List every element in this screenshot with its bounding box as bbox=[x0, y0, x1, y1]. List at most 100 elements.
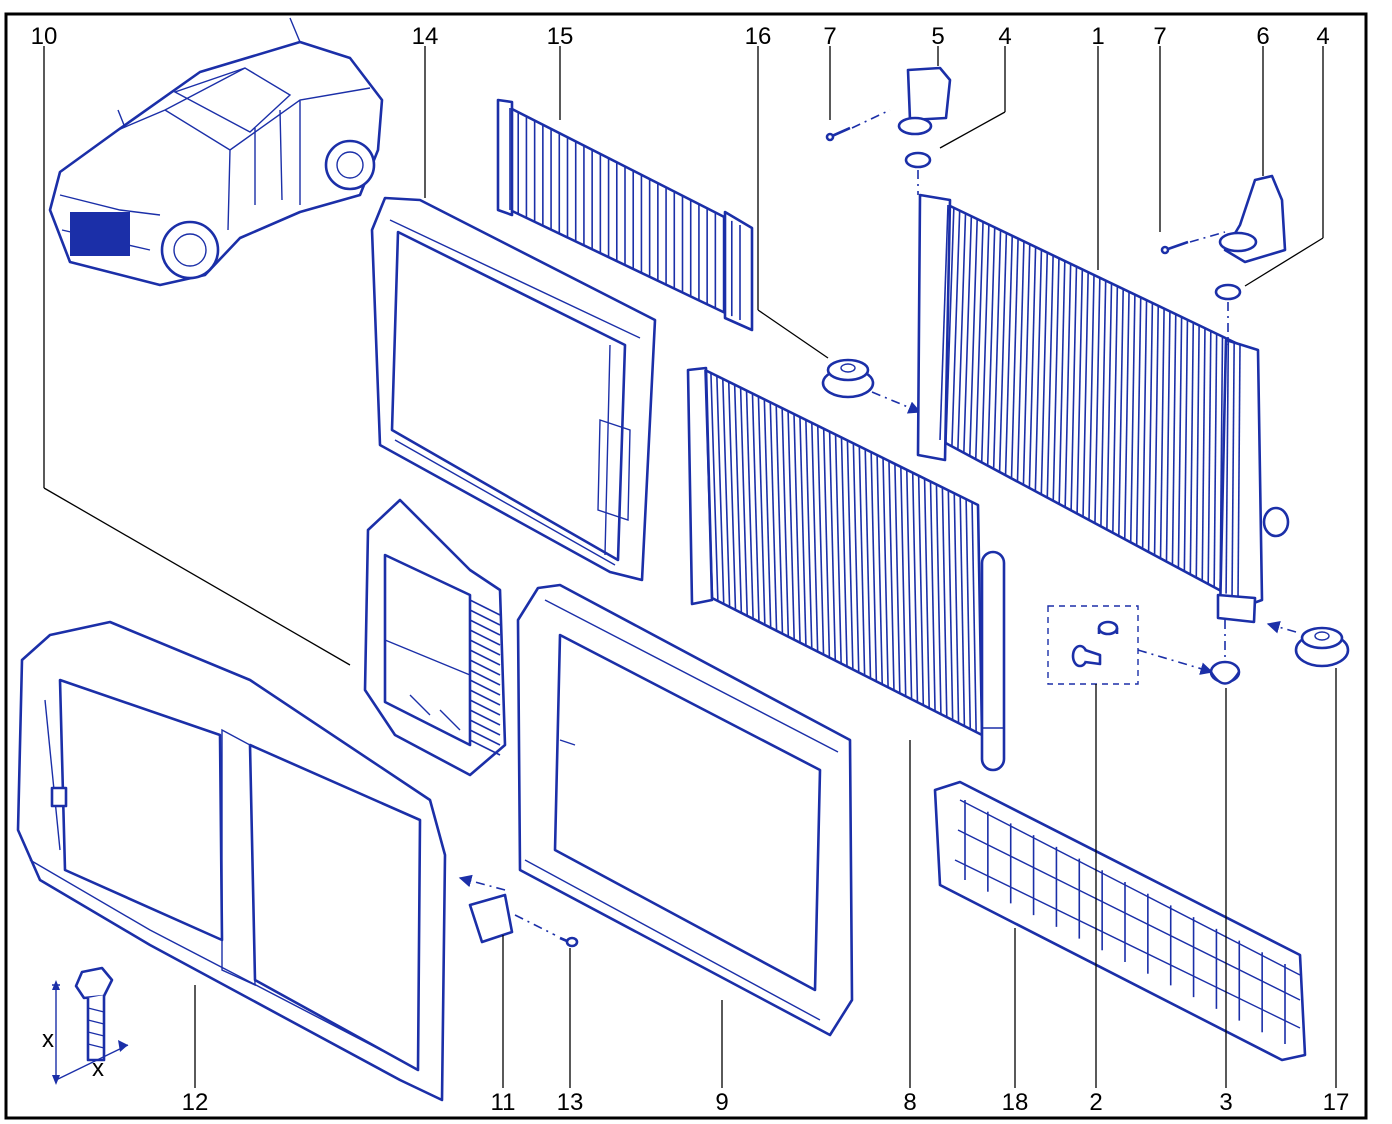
part-6-bracket bbox=[1218, 174, 1287, 264]
part-1-radiator bbox=[916, 193, 1290, 624]
duct-rib bbox=[469, 729, 501, 746]
radiator-fin bbox=[1231, 342, 1235, 597]
callout-18: 18 bbox=[1002, 1089, 1029, 1116]
callout-6: 6 bbox=[1256, 23, 1269, 50]
radiator-fin bbox=[1225, 339, 1230, 594]
part-2-bolt-and-nut bbox=[1047, 605, 1214, 685]
condenser-fin bbox=[941, 487, 948, 718]
radiator-fin bbox=[1088, 274, 1095, 521]
duct-rib bbox=[469, 629, 501, 646]
part-15-heat-exchanger bbox=[496, 98, 754, 332]
callout-4-right: 4 bbox=[1316, 23, 1329, 50]
callout-1: 1 bbox=[1091, 23, 1104, 50]
condenser-fin bbox=[727, 381, 737, 610]
radiator-fin bbox=[1004, 235, 1014, 476]
condenser-fin bbox=[917, 475, 925, 706]
radiator-fin bbox=[1100, 280, 1107, 527]
radiator-fin bbox=[1010, 238, 1019, 479]
part-9-fan-shroud bbox=[516, 583, 854, 1037]
radiator-fin bbox=[1028, 246, 1037, 489]
radiator-fin bbox=[1040, 252, 1049, 495]
radiator-fin bbox=[1189, 322, 1195, 575]
condenser-fin bbox=[822, 428, 831, 658]
condenser-fin bbox=[846, 440, 854, 670]
condenser-fin bbox=[905, 469, 913, 700]
condenser-fin bbox=[947, 490, 954, 721]
radiator-fin bbox=[1171, 314, 1177, 565]
radiator-fin bbox=[1076, 269, 1084, 514]
callout-11: 11 bbox=[491, 1089, 516, 1116]
condenser-fin bbox=[828, 431, 837, 661]
radiator-fin bbox=[1016, 241, 1025, 482]
radiator-fin bbox=[1064, 263, 1072, 508]
radiator-fin bbox=[974, 221, 984, 460]
radiator-fin bbox=[1123, 291, 1130, 540]
callout-labels: 10 14 15 16 7 5 4 1 7 6 4 12 11 13 9 8 1… bbox=[31, 23, 1350, 1116]
condenser-fin bbox=[858, 446, 866, 676]
duct-rib bbox=[469, 699, 501, 716]
condenser-fin bbox=[775, 405, 784, 634]
radiator-fin bbox=[1112, 286, 1119, 533]
callout-3: 3 bbox=[1219, 1089, 1232, 1116]
part-13-screw bbox=[514, 914, 579, 948]
condenser-fin bbox=[757, 396, 766, 625]
condenser-fin bbox=[781, 408, 790, 637]
radiator-fin bbox=[957, 213, 967, 450]
radiator-fin bbox=[980, 224, 990, 463]
condenser-fin bbox=[722, 378, 731, 607]
callout-13: 13 bbox=[557, 1089, 584, 1116]
duct-rib bbox=[469, 709, 501, 726]
condenser-fin bbox=[929, 481, 936, 712]
condenser-fin bbox=[787, 411, 795, 640]
duct-rib bbox=[469, 599, 501, 616]
radiator-fin bbox=[1052, 258, 1060, 501]
dimension-label-x-vertical: x bbox=[42, 1026, 54, 1053]
radiator-fin bbox=[998, 232, 1008, 473]
radiator-fin bbox=[1118, 288, 1124, 537]
condenser-fin bbox=[769, 402, 778, 631]
radiator-fin bbox=[1237, 344, 1241, 601]
condenser-fin bbox=[745, 390, 754, 619]
duct-rib bbox=[469, 669, 501, 686]
condenser-fin bbox=[888, 460, 895, 691]
callout-14: 14 bbox=[412, 23, 439, 50]
callout-4-left: 4 bbox=[998, 23, 1011, 50]
radiator-fin bbox=[1034, 249, 1043, 492]
radiator-fin bbox=[939, 204, 949, 441]
highlighted-front-area bbox=[70, 212, 130, 256]
part-18-grille-shutter bbox=[933, 780, 1307, 1062]
part-7-screw-right bbox=[1160, 231, 1226, 255]
condenser-fin bbox=[959, 496, 966, 727]
condenser-fin bbox=[704, 369, 713, 599]
part-16-grommet bbox=[821, 358, 922, 414]
condenser-fin bbox=[923, 478, 930, 709]
radiator-fin bbox=[1070, 266, 1078, 511]
duct-rib bbox=[469, 659, 501, 676]
part-10-fan-duct bbox=[363, 498, 507, 777]
duct-rib bbox=[469, 689, 501, 706]
radiator-fin bbox=[1022, 244, 1031, 485]
callout-15: 15 bbox=[547, 23, 574, 50]
condenser-fin bbox=[811, 422, 819, 652]
radiator-fin bbox=[969, 218, 978, 457]
radiator-fin bbox=[992, 230, 1002, 469]
part-4-grommet-upper-right bbox=[1214, 283, 1242, 345]
radiator-fin bbox=[1129, 294, 1136, 543]
radiator-fin bbox=[1046, 255, 1054, 498]
radiator-fin bbox=[1147, 302, 1154, 553]
callout-9: 9 bbox=[715, 1089, 728, 1116]
radiator-fin bbox=[1219, 336, 1224, 591]
duct-rib bbox=[469, 739, 501, 756]
radiator-fin bbox=[963, 216, 973, 453]
radiator-fin bbox=[986, 227, 996, 466]
callout-8: 8 bbox=[903, 1089, 916, 1116]
radiator-fin bbox=[1213, 333, 1218, 588]
radiator-fin bbox=[1165, 311, 1171, 562]
condenser-fin bbox=[739, 387, 749, 616]
condenser-fin bbox=[900, 466, 907, 697]
radiator-fin bbox=[1153, 305, 1160, 556]
radiator-fin bbox=[1207, 330, 1212, 585]
part-5-bracket bbox=[897, 66, 952, 136]
part-17-grommet bbox=[1266, 621, 1350, 668]
